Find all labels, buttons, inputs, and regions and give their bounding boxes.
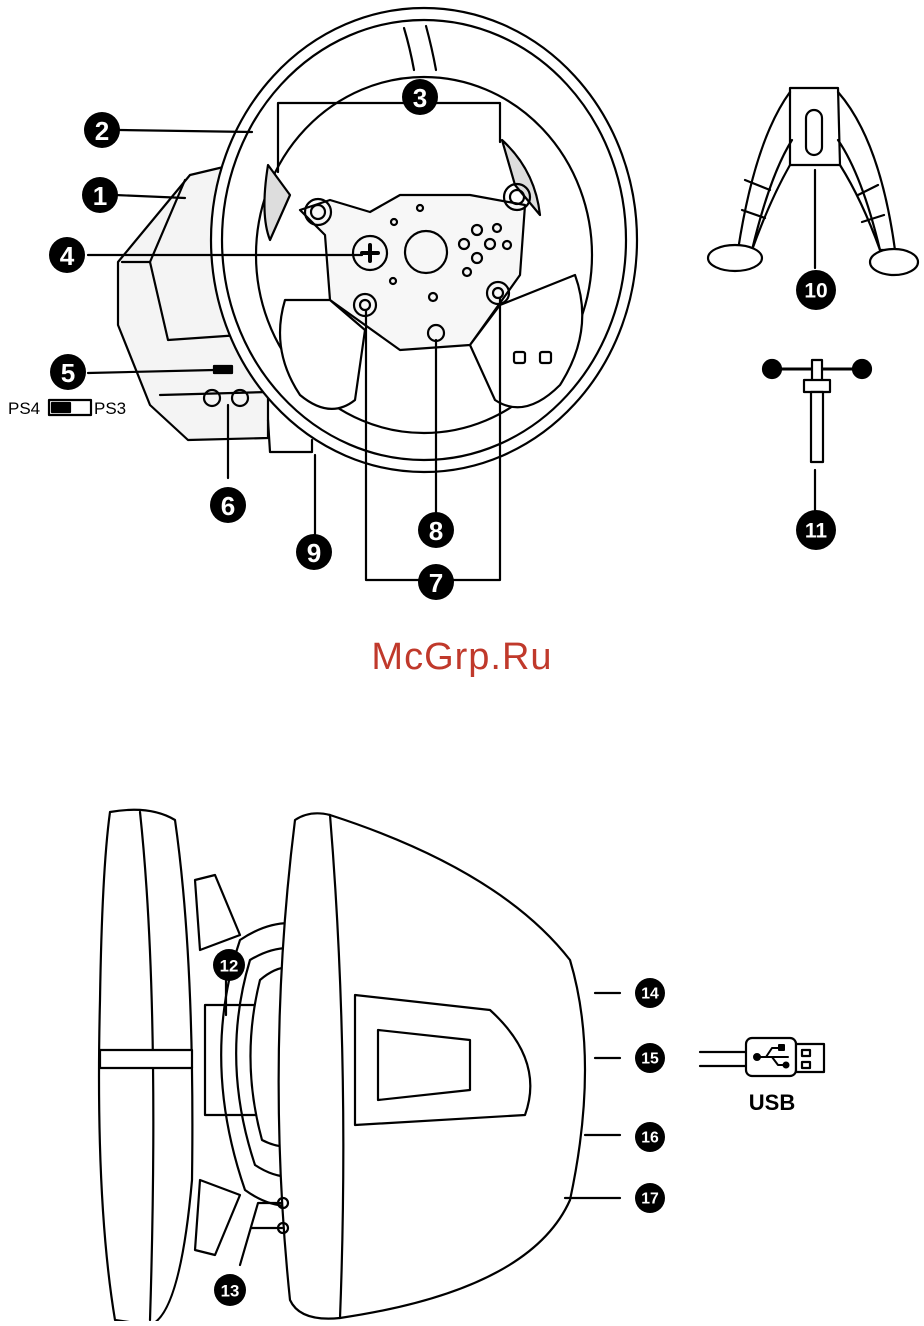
table-clamp-part [708,88,918,275]
usb-connector [746,1038,824,1076]
callout-number-12: 12 [220,957,239,976]
callout-number-6: 6 [221,491,236,521]
callout-number-17: 17 [641,1191,659,1208]
mode-switch-slot [214,366,232,373]
callout-number-7: 7 [429,568,444,598]
steering-wheel-front [211,8,637,472]
callout-number-9: 9 [307,538,322,568]
mode-switch [49,400,91,415]
callout-number-16: 16 [641,1130,659,1147]
switch-label-ps4: PS4 [8,399,40,418]
callout-number-13: 13 [221,1282,240,1301]
wheel-side-view [99,810,585,1321]
callout-number-4: 4 [60,241,75,271]
usb-cable [700,1052,748,1066]
clamp-screw-part [763,360,871,462]
switch-label-ps3: PS3 [94,399,126,418]
callout-number-10: 10 [804,280,827,303]
callout-number-15: 15 [641,1051,659,1068]
callout-number-3: 3 [413,83,428,113]
callout-number-8: 8 [429,516,444,546]
usb-label: USB [749,1090,795,1115]
callout-number-2: 2 [95,116,110,146]
watermark: McGrp.Ru [0,636,924,679]
callout-number-14: 14 [641,986,659,1003]
callout-number-1: 1 [93,181,108,211]
callout-number-11: 11 [805,520,828,543]
callout-number-5: 5 [61,358,76,388]
